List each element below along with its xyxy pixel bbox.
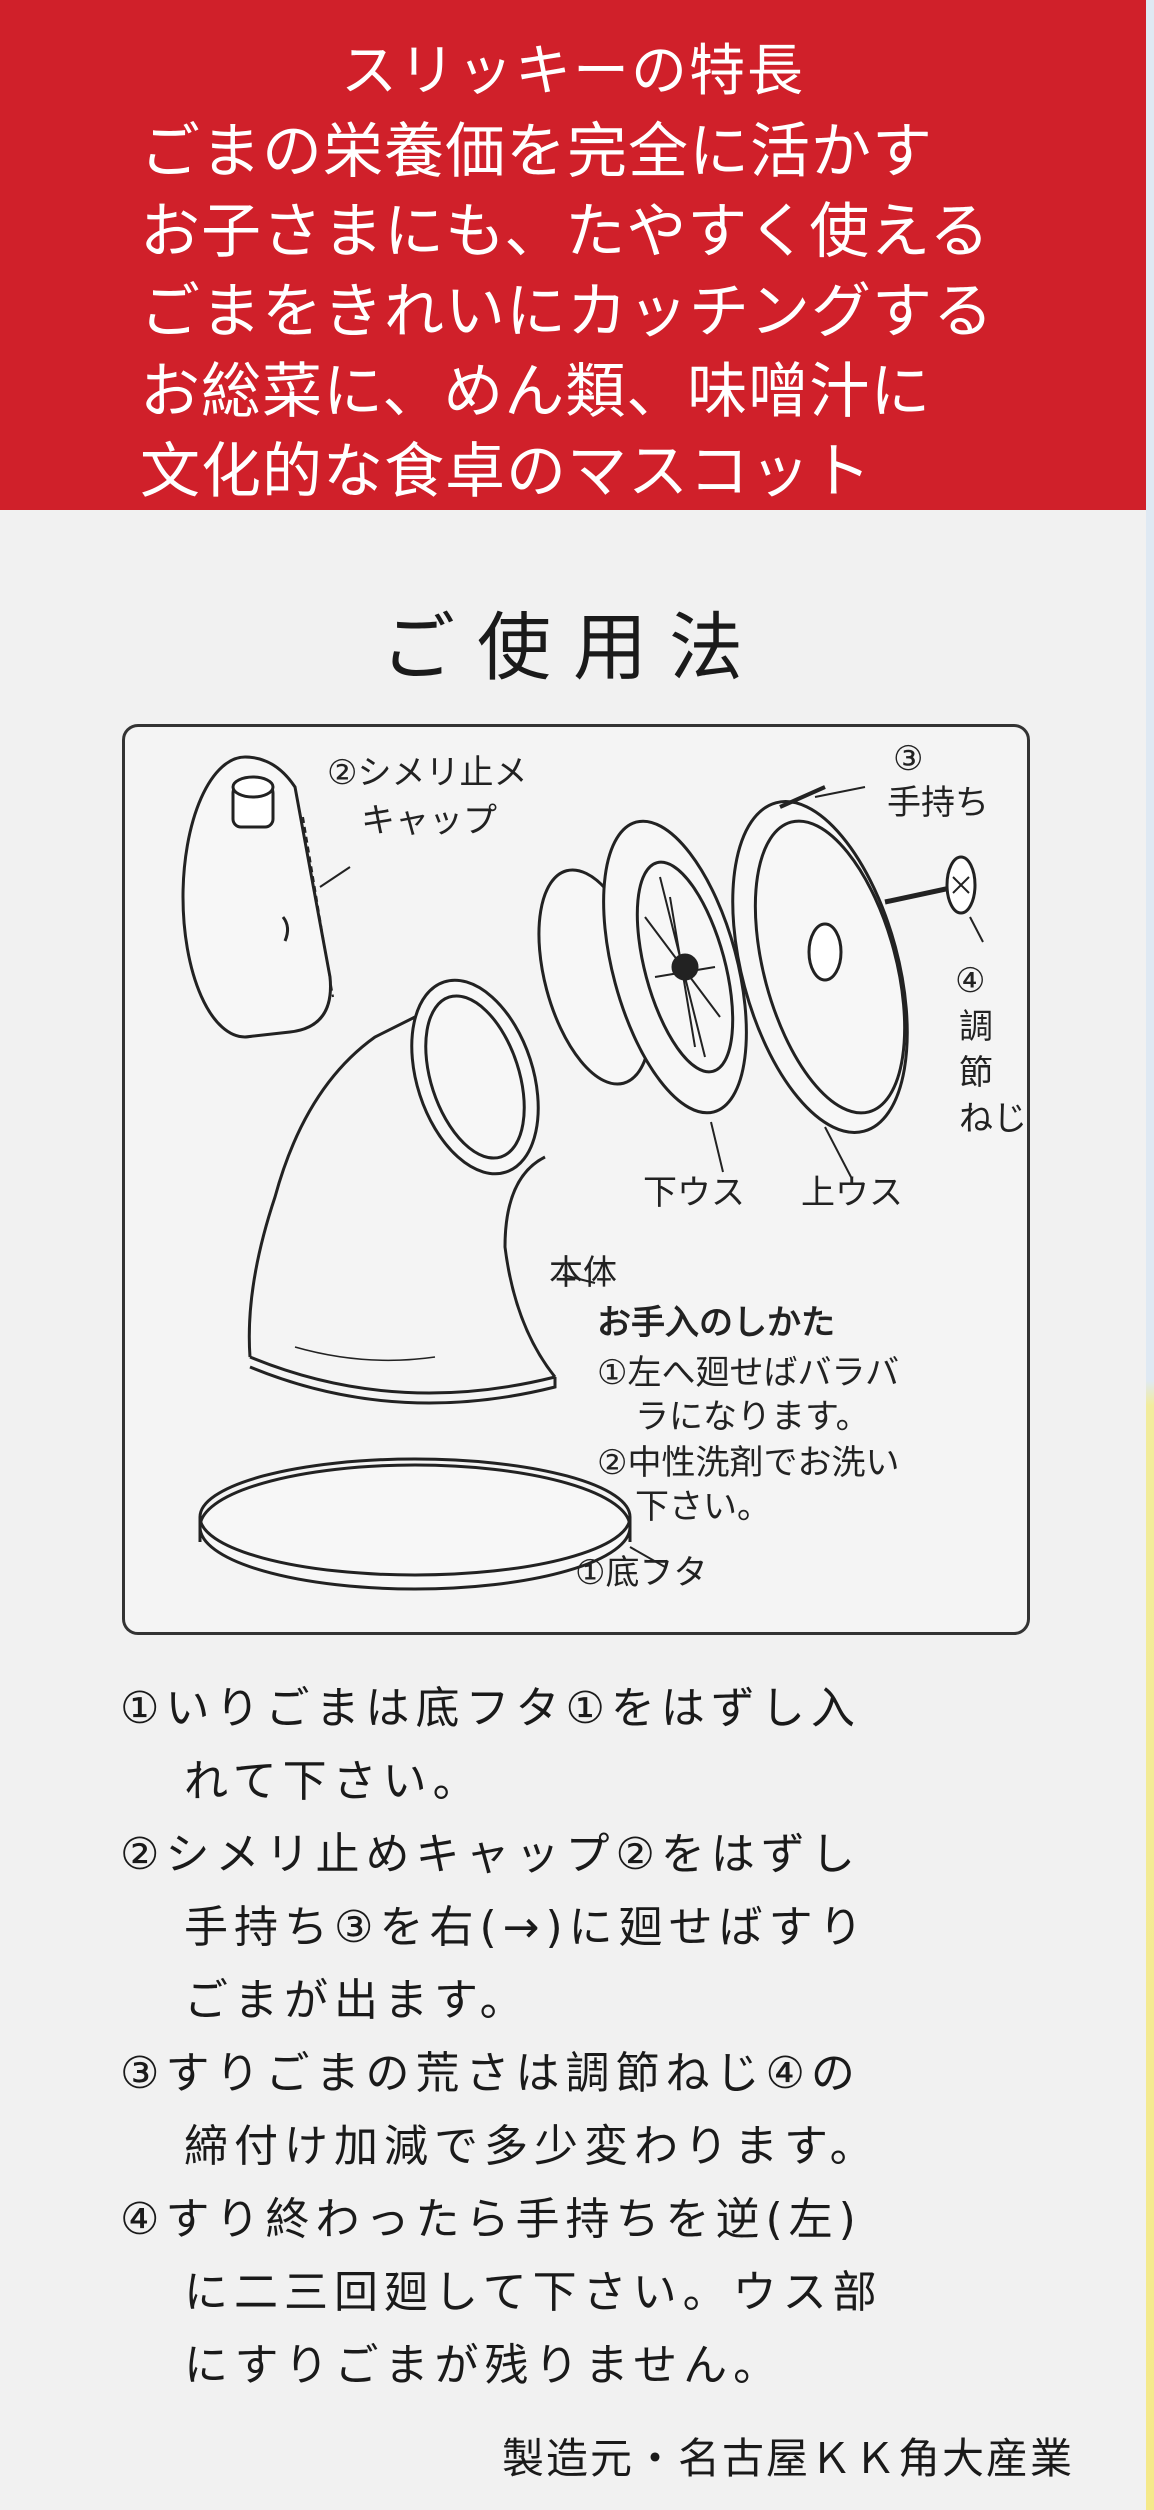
instruction-step: ①いりごまは底フタ①をはずし入 れて下さい。 <box>120 1672 1080 1818</box>
step-text: にすりごまが残りません。 <box>184 2340 784 2391</box>
label-cap-2: キャップ <box>361 801 497 841</box>
step-text: ごまが出ます。 <box>184 1975 530 2026</box>
step-text: ①いりごまは底フタ①をはずし入 <box>120 1683 861 1734</box>
label-screw-3: ねじ <box>959 1099 1027 1139</box>
step-text: ②シメリ止めキャップ②をはずし <box>120 1829 861 1880</box>
label-upper-grinder: 上ウス <box>801 1173 903 1213</box>
upper-grinder-part <box>731 785 909 1134</box>
feature-item: お子さまにも、たやすく使える <box>140 197 991 267</box>
label-body: 本体 <box>549 1253 617 1293</box>
lower-grinder-part <box>537 819 748 1115</box>
manufacturer-credit: 製造元・名古屋ＫＫ角大産業 <box>501 2434 1074 2483</box>
step-text: 手持ち③を右(→)に廻せばすり <box>184 1902 869 1953</box>
step-text: 締付け加減で多少変わります。 <box>184 2121 880 2172</box>
label-screw-number: ④ <box>955 961 986 1001</box>
step-text: ③すりごまの荒さは調節ねじ④の <box>120 2048 861 2099</box>
body-part <box>247 978 557 1405</box>
feature-item: ごまの栄養価を完全に活かす <box>140 117 933 187</box>
usage-title: ご使用法 <box>381 605 765 691</box>
cap-part <box>181 755 334 1039</box>
feature-item: 文化的な食卓のマスコット <box>140 437 872 507</box>
feature-list: ごまの栄養価を完全に活かす お子さまにも、たやすく使える ごまをきれいにカッチン… <box>140 112 994 512</box>
grinder-illustration <box>181 755 984 1591</box>
feature-item: ごまをきれいにカッチングする <box>140 277 994 347</box>
label-handle-number: ③ <box>893 739 924 779</box>
label-handle: 手持ち <box>887 783 989 823</box>
label-screw-2: 節 <box>959 1053 993 1093</box>
label-bottom-lid: ①底フタ <box>575 1553 708 1593</box>
instruction-step: ②シメリ止めキャップ②をはずし 手持ち③を右(→)に廻せばすり ごまが出ます。 <box>120 1818 1080 2037</box>
step-text: れて下さい。 <box>184 1756 483 1807</box>
adjusting-screw-part <box>884 855 977 915</box>
care-line: ②中性洗剤でお洗い <box>597 1443 900 1483</box>
care-title: お手入のしかた <box>597 1303 835 1343</box>
step-text: ④すり終わったら手持ちを逆(左) <box>120 2194 862 2245</box>
instruction-list: ①いりごまは底フタ①をはずし入 れて下さい。 ②シメリ止めキャップ②をはずし 手… <box>120 1672 1080 2402</box>
features-title: スリッキーの特長 <box>341 39 805 104</box>
step-text: に二三回廻して下さい。ウス部 <box>184 2267 883 2318</box>
care-line: 下さい。 <box>635 1487 771 1527</box>
package-edge-strip <box>1146 0 1154 2510</box>
care-line: ラになります。 <box>635 1397 870 1437</box>
label-cap: ②シメリ止メ <box>327 753 528 793</box>
bottom-lid-part <box>198 1457 632 1591</box>
features-banner: スリッキーの特長 ごまの栄養価を完全に活かす お子さまにも、たやすく使える ごま… <box>0 0 1146 510</box>
instruction-step: ③すりごまの荒さは調節ねじ④の 締付け加減で多少変わります。 <box>120 2037 1080 2183</box>
label-lower-grinder: 下ウス <box>643 1173 745 1213</box>
parts-diagram: ②シメリ止メ キャップ ③ 手持ち ④ 調 節 ねじ 下ウス 上ウス 本体 お手… <box>122 724 1030 1635</box>
instruction-step: ④すり終わったら手持ちを逆(左) に二三回廻して下さい。ウス部 にすりごまが残り… <box>120 2183 1080 2402</box>
label-screw-1: 調 <box>959 1007 993 1047</box>
feature-item: お総菜に、めん類、味噌汁に <box>140 357 932 427</box>
care-line: ①左へ廻せばバラバ <box>597 1353 900 1393</box>
